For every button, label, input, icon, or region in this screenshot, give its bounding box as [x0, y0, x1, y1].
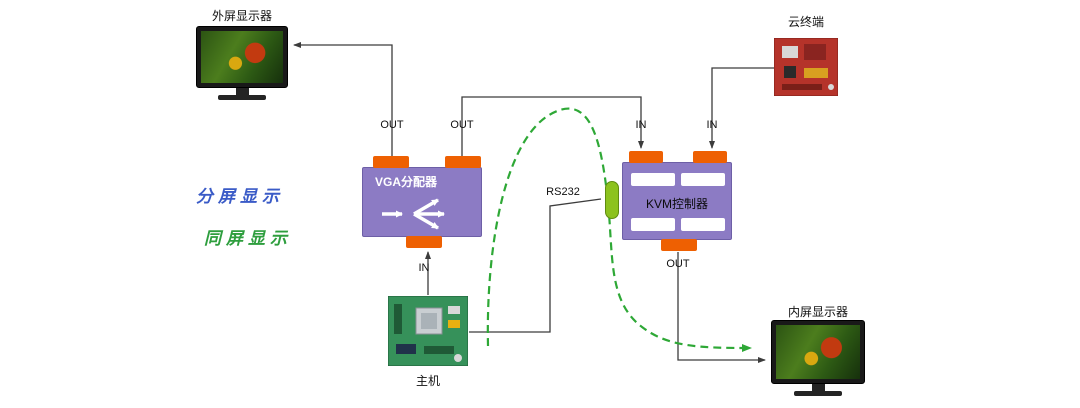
port-rs232: RS232 — [546, 186, 580, 198]
kvm-slot — [681, 173, 725, 186]
cloud-terminal-label: 云终端 — [787, 15, 824, 29]
vga-out-port-right — [445, 156, 481, 168]
internal-monitor-icon — [771, 320, 865, 396]
kvm-in-port-left — [629, 151, 663, 163]
vga-splitter-title: VGA分配器 — [375, 175, 438, 189]
internal-monitor-label: 内屏显示器 — [787, 305, 848, 319]
kvm-slot — [681, 218, 725, 231]
port-vga-out-right: OUT — [450, 119, 474, 131]
legend-split-screen: 分屏显示 — [196, 187, 284, 206]
legend-same-screen: 同屏显示 — [204, 229, 292, 248]
vga-in-port — [406, 236, 442, 248]
splitter-arrows-icon — [382, 198, 445, 230]
port-vga-in: IN — [418, 262, 430, 274]
vga-out-port-left — [373, 156, 409, 168]
cloud-terminal-icon — [774, 38, 838, 96]
kvm-in-port-right — [693, 151, 727, 163]
port-kvm-in-left: IN — [635, 119, 647, 131]
kvm-out-port — [661, 239, 697, 251]
port-kvm-in-right: IN — [706, 119, 718, 131]
rs232-connector-icon — [605, 181, 619, 219]
external-monitor-icon — [196, 26, 288, 100]
kvm-controller-box: KVM控制器 — [605, 151, 732, 251]
host-motherboard-icon — [388, 296, 468, 366]
vga-splitter-box: VGA分配器 — [362, 156, 482, 248]
port-kvm-out: OUT — [666, 258, 690, 270]
host-label: 主机 — [415, 374, 440, 388]
port-vga-out-left: OUT — [380, 119, 404, 131]
external-monitor-label: 外屏显示器 — [211, 9, 272, 23]
kvm-controller-title: KVM控制器 — [645, 197, 708, 211]
kvm-slot — [631, 173, 675, 186]
kvm-slot — [631, 218, 675, 231]
